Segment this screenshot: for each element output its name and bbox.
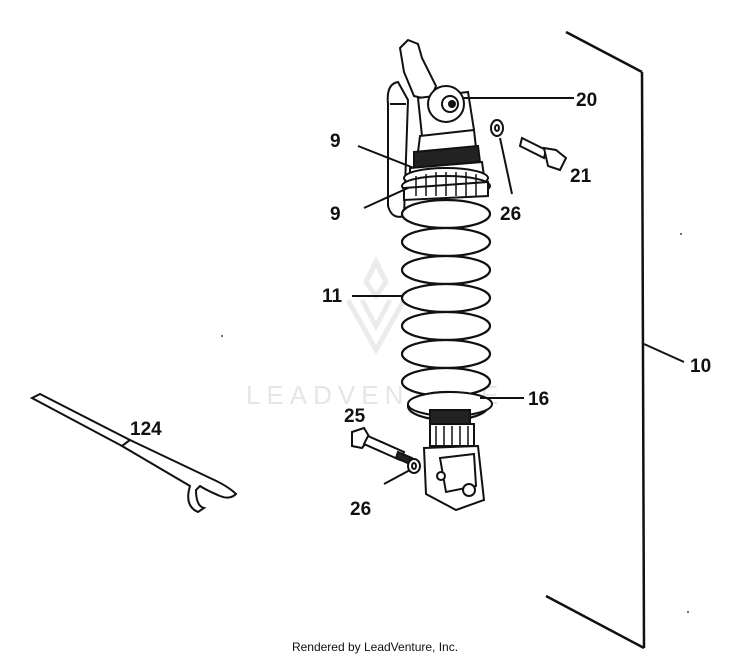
- spanner-wrench: [29, 392, 238, 514]
- stray-dot: [680, 233, 682, 235]
- upper-bolt: [490, 119, 568, 172]
- spring-seat: [407, 391, 493, 425]
- callout-10: 10: [690, 356, 711, 377]
- lower-bolt: [351, 426, 421, 474]
- callout-25: 25: [344, 406, 366, 427]
- stray-dot: [221, 335, 223, 337]
- coil-spring: [400, 198, 492, 422]
- callout-26-lower: 26: [350, 499, 371, 520]
- callout-16: 16: [528, 389, 549, 410]
- shock-lower-body: [422, 423, 486, 512]
- footer-credit: Rendered by LeadVenture, Inc.: [291, 640, 459, 654]
- callout-11: 11: [322, 286, 343, 307]
- callout-26-upper: 26: [500, 204, 521, 225]
- callout-9-lower: 9: [330, 204, 341, 225]
- leader-lines: [352, 97, 685, 485]
- callout-21: 21: [570, 166, 592, 187]
- callout-20: 20: [576, 90, 597, 111]
- stray-dot: [687, 611, 689, 613]
- shock-top-mount: [398, 38, 478, 154]
- callout-124: 124: [130, 419, 162, 440]
- spring-collar: [401, 144, 491, 202]
- watermark-logo: [345, 256, 407, 356]
- frame-panel: [545, 30, 646, 650]
- callout-9-upper: 9: [330, 131, 341, 152]
